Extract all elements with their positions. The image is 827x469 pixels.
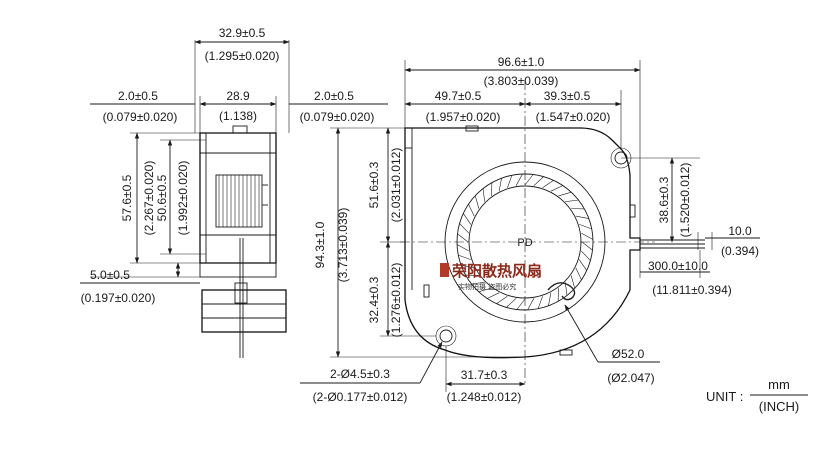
side-top-width-inch: (1.295±0.020) [205, 49, 280, 63]
front-right-width: 39.3±0.5 [544, 89, 591, 103]
front-upper-height: 51.6±0.3 [367, 161, 381, 208]
impeller-blade [458, 254, 471, 260]
impeller-blade [581, 241, 593, 251]
impeller-blade [533, 176, 544, 186]
side-inner-height-inch: (1.992±0.020) [176, 161, 190, 236]
side-body-width-inch: (1.138) [219, 109, 257, 123]
side-left-offset-inch: (0.079±0.020) [103, 110, 178, 124]
side-view: 32.9±0.5 (1.295±0.020) 2.0±0.5 (0.079±0.… [80, 26, 388, 358]
impeller-blade [524, 174, 534, 186]
impeller-blade [456, 244, 469, 252]
front-total-height: 94.3±1.0 [313, 221, 327, 268]
impeller-blade [570, 275, 576, 289]
front-wire-length: 300.0±10.0 [648, 259, 708, 273]
side-bottom-offset-inch: (0.197±0.020) [81, 291, 156, 305]
front-holes-inch: (2-Ø0.177±0.012) [313, 390, 408, 404]
front-upper-height-inch: (2.031±0.012) [389, 148, 403, 223]
impeller-blade [463, 213, 472, 225]
wire-connector [234, 282, 248, 304]
front-hub-diameter-inch: (Ø2.047) [607, 371, 654, 385]
impeller-blade [515, 173, 523, 186]
impeller-blade [516, 298, 526, 310]
front-wire-strip-inch: (0.394) [721, 244, 759, 258]
front-total-height-inch: (3.713±0.039) [336, 208, 350, 283]
impeller-blade [496, 295, 508, 304]
watermark: 荣阳散热风扇 实物拍摄 盗图必究 [440, 262, 576, 301]
impeller-blade [478, 287, 492, 293]
impeller-blade [550, 185, 564, 192]
front-hub-diameter: Ø52.0 [612, 347, 645, 361]
side-bottom-offset: 5.0±0.5 [90, 268, 130, 282]
unit-legend: UNIT : mm (INCH) [706, 377, 808, 414]
front-housing [404, 127, 641, 359]
impeller-blade [575, 267, 582, 281]
impeller-blade [498, 178, 502, 192]
front-holes: 2-Ø4.5±0.3 [330, 367, 390, 381]
watermark-subtitle: 实物拍摄 盗图必究 [458, 282, 516, 291]
impeller-blade [575, 215, 589, 219]
watermark-swirl [547, 282, 576, 301]
impeller-blade [468, 203, 475, 217]
front-total-width-inch: (3.803±0.039) [484, 74, 559, 88]
side-housing [199, 132, 277, 264]
impeller-blade [457, 233, 469, 243]
side-outer-height-inch: (2.267±0.020) [142, 161, 156, 236]
watermark-title: 荣阳散热风扇 [451, 262, 542, 280]
side-top-width: 32.9±0.5 [219, 26, 266, 40]
impeller-blade [548, 292, 552, 306]
impeller-blade [578, 259, 587, 271]
side-body-width: 28.9 [226, 89, 250, 103]
side-impeller [215, 174, 268, 228]
unit-label: UNIT : [706, 389, 743, 404]
impeller-blade [565, 199, 579, 202]
front-total-width: 96.6±1.0 [498, 55, 545, 69]
unit-denominator: (INCH) [759, 399, 799, 414]
impeller-blade [579, 224, 592, 230]
unit-numerator: mm [768, 377, 790, 392]
impeller-blade [542, 180, 554, 189]
front-right-width-inch: (1.547±0.020) [536, 110, 611, 124]
impeller-blade [527, 298, 535, 311]
impeller-blade [486, 292, 500, 299]
impeller-blade [581, 250, 591, 261]
side-inner-height: 50.6±0.5 [155, 174, 169, 221]
impeller-blade [581, 232, 594, 240]
impeller-blade [537, 296, 543, 309]
front-lower-height-inch: (1.276±0.012) [389, 263, 403, 338]
front-left-width: 49.7±0.5 [435, 89, 482, 103]
impeller-blade [461, 265, 475, 269]
impeller-blade [471, 282, 485, 285]
impeller-blade [565, 282, 568, 296]
front-left-width-inch: (1.957±0.020) [426, 110, 501, 124]
impeller-blade [459, 223, 469, 234]
mounting-hole-bottom [439, 329, 453, 343]
side-left-offset: 2.0±0.5 [118, 89, 158, 103]
front-hole-offset: 38.6±0.3 [657, 176, 671, 223]
front-wire-length-inch: (11.811±0.394) [652, 283, 732, 297]
watermark-seal [440, 263, 449, 277]
front-view: PD 96.6±1.0 (3.803±0.039) 49.7±0.5 (1.95… [300, 55, 760, 404]
front-hole-spacing-inch: (1.248±0.012) [447, 390, 522, 404]
impeller-blade [506, 298, 517, 308]
impeller-blade [474, 195, 480, 209]
side-outer-height: 57.6±0.5 [120, 174, 134, 221]
side-right-offset-inch: (0.079±0.020) [300, 110, 375, 124]
front-hole-offset-inch: (1.520±0.012) [678, 163, 692, 238]
front-hole-spacing: 31.7±0.3 [461, 368, 508, 382]
side-base [201, 289, 287, 333]
front-wire-strip: 10.0 [728, 224, 752, 238]
side-right-offset: 2.0±0.5 [314, 89, 354, 103]
impeller-blade [507, 175, 513, 188]
impeller-blade [558, 191, 572, 197]
impeller-blades [456, 173, 594, 311]
front-lower-height: 32.4±0.3 [367, 276, 381, 323]
impeller-blade [482, 188, 485, 202]
